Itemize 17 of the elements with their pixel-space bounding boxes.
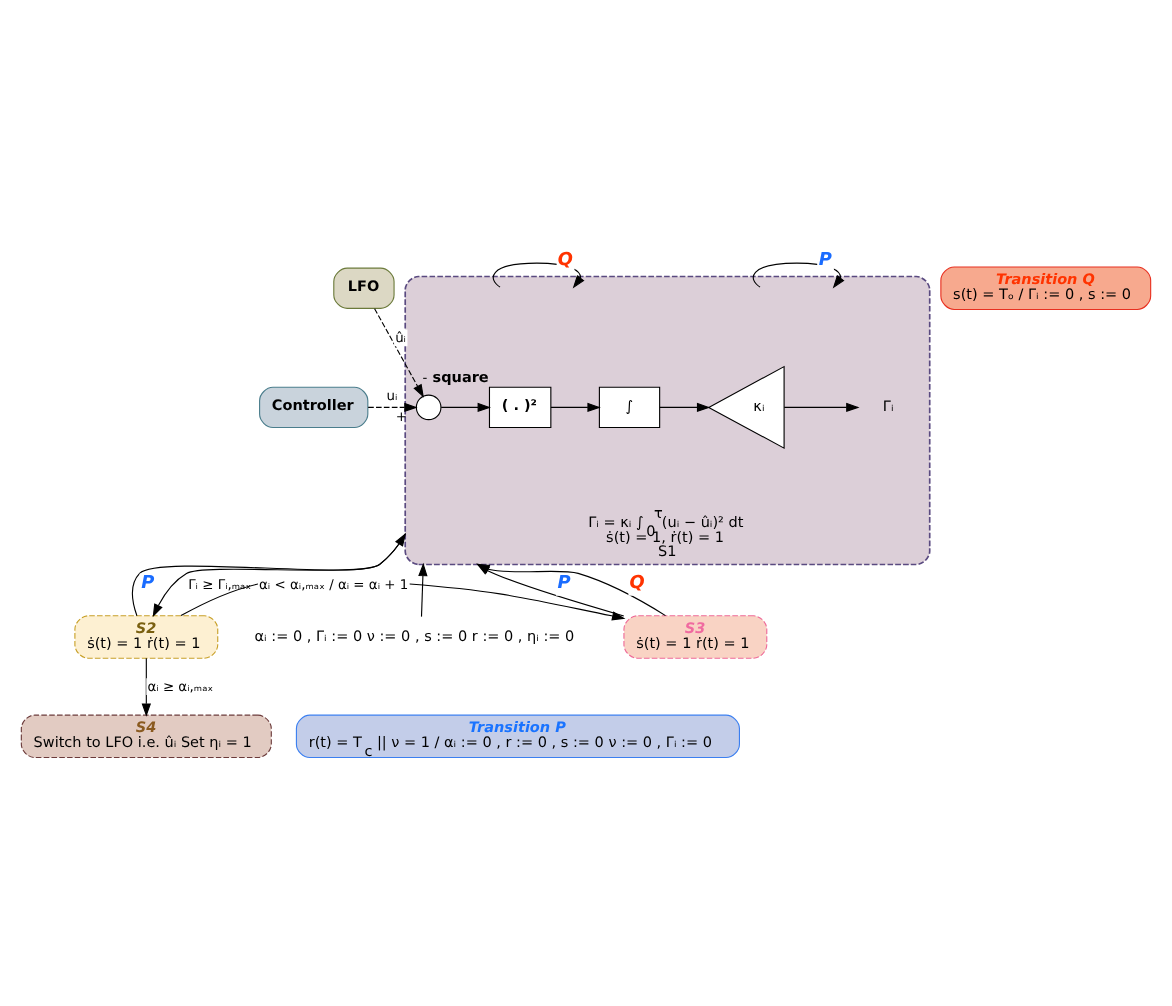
arrow (367, 401, 418, 412)
arrow (476, 562, 625, 616)
edge-label: Q (557, 249, 573, 270)
edge-label: P (141, 572, 155, 593)
arrow (550, 401, 601, 412)
edge-label: P (818, 249, 832, 270)
edge-label: Q (629, 572, 645, 593)
edge-label: P (557, 572, 571, 593)
node-circle (415, 393, 442, 420)
arrow (492, 261, 585, 288)
arrow (783, 401, 860, 412)
arrow (374, 307, 424, 397)
arrow (476, 562, 667, 616)
arrow (752, 261, 845, 288)
arrow (418, 561, 428, 617)
arrow (659, 401, 711, 412)
arrow (440, 401, 491, 412)
